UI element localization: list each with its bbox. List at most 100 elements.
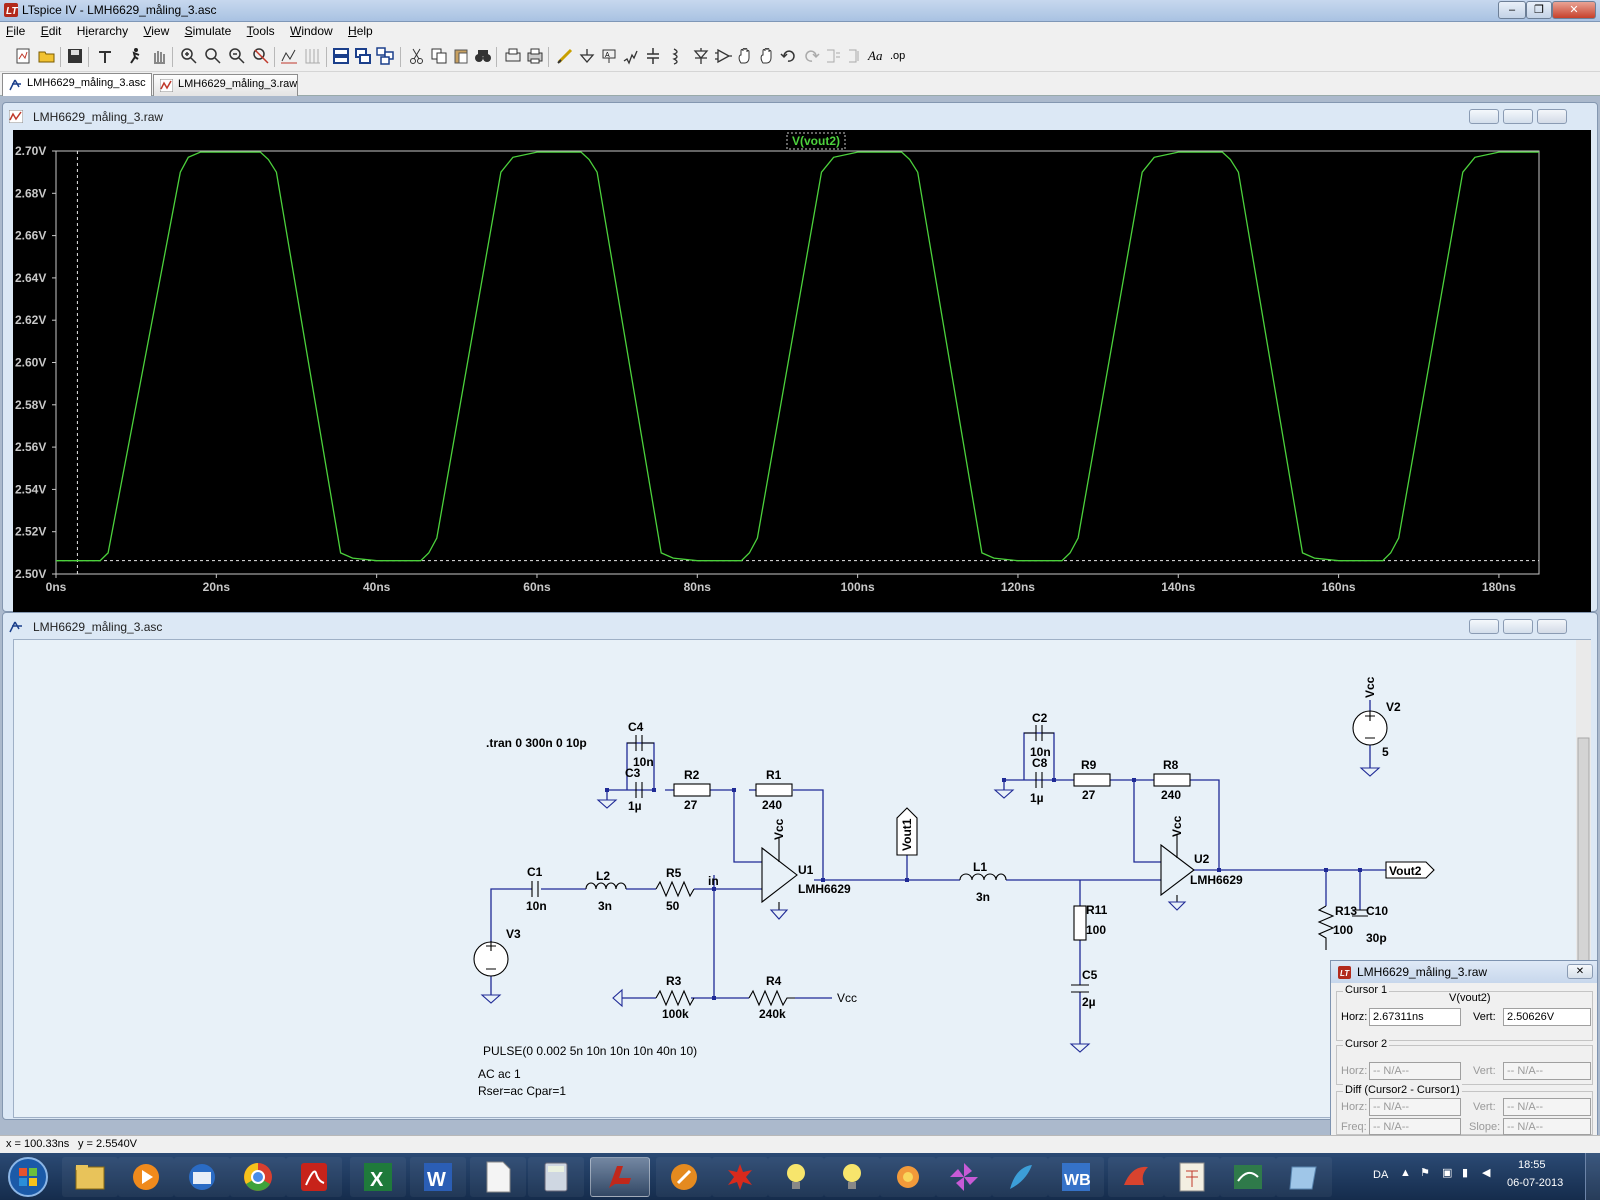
trace-label[interactable]: V(vout2): [792, 134, 840, 148]
acrobat-icon[interactable]: [286, 1157, 342, 1197]
calculator-icon[interactable]: [528, 1157, 584, 1197]
bulb2-icon[interactable]: [824, 1157, 880, 1197]
text-icon[interactable]: Aa: [868, 48, 883, 63]
diff-vert-field[interactable]: -- N/A--: [1503, 1098, 1591, 1116]
pinwheel-icon[interactable]: [936, 1157, 992, 1197]
clock-date[interactable]: 06-07-2013: [1507, 1177, 1564, 1189]
halt-icon[interactable]: [150, 47, 168, 65]
network-icon[interactable]: ▣: [1442, 1167, 1453, 1179]
diff-horz-field[interactable]: -- N/A--: [1369, 1098, 1461, 1116]
menu-tools[interactable]: Tools: [246, 24, 275, 38]
tab-waveform[interactable]: LMH6629_måling_3.raw: [153, 74, 298, 96]
cursor2-horz-field[interactable]: -- N/A--: [1369, 1062, 1461, 1080]
zoom-out-icon[interactable]: [228, 47, 246, 65]
label-icon[interactable]: A: [600, 47, 618, 65]
bird-icon[interactable]: [1108, 1157, 1164, 1197]
start-orb-icon[interactable]: [4, 1155, 52, 1199]
menu-hierarchy[interactable]: Hierarchy: [76, 24, 129, 38]
menu-edit[interactable]: Edit: [40, 24, 62, 38]
battery-icon[interactable]: ▮: [1462, 1167, 1469, 1179]
maximize-button[interactable]: ❐: [1526, 1, 1552, 19]
app-network-icon[interactable]: [1164, 1157, 1220, 1197]
control-panel-icon[interactable]: [96, 47, 114, 65]
drag-icon[interactable]: [758, 47, 776, 65]
zoom-area-icon[interactable]: [204, 47, 222, 65]
save-icon[interactable]: [66, 47, 84, 65]
new-schematic-icon[interactable]: [14, 47, 32, 65]
menu-view[interactable]: View: [143, 24, 170, 38]
cascade-icon[interactable]: [354, 47, 372, 65]
tab-schematic[interactable]: LMH6629_måling_3.asc: [2, 73, 152, 96]
run-icon[interactable]: [126, 47, 144, 65]
cursor2-vert-field[interactable]: -- N/A--: [1503, 1062, 1591, 1080]
notepad-icon[interactable]: [470, 1157, 526, 1197]
cursor-dialog-close-button[interactable]: ✕: [1567, 964, 1593, 979]
undo-icon[interactable]: [780, 47, 798, 65]
schematic-minimize-button[interactable]: [1469, 619, 1499, 634]
zoom-fit-icon[interactable]: [252, 47, 270, 65]
show-hidden-icons-icon[interactable]: ▲: [1400, 1167, 1411, 1179]
excel-icon[interactable]: X: [350, 1157, 406, 1197]
language-indicator[interactable]: DA: [1373, 1169, 1389, 1181]
menu-window[interactable]: Window: [290, 24, 333, 38]
ground-icon[interactable]: [578, 47, 596, 65]
schematic-close-button[interactable]: [1537, 619, 1567, 634]
thunderbird-icon[interactable]: [174, 1157, 230, 1197]
schematic-drawing[interactable]: C4 10n C3 1µ R2 27 R1 240 Vcc U1 LMH6629…: [14, 640, 1592, 1119]
menu-help[interactable]: Help: [348, 24, 373, 38]
chrome-icon[interactable]: [230, 1157, 286, 1197]
cursor1-vert-field[interactable]: 2.50626V: [1503, 1008, 1591, 1026]
component-icon[interactable]: [714, 47, 732, 65]
waveform-restore-button[interactable]: [1503, 109, 1533, 124]
print-preview-icon[interactable]: [504, 47, 522, 65]
app-green-icon[interactable]: [1220, 1157, 1276, 1197]
print-icon[interactable]: [526, 47, 544, 65]
move-icon[interactable]: [736, 47, 754, 65]
diff-slope-field[interactable]: -- N/A--: [1503, 1118, 1591, 1135]
waveform-close-button[interactable]: [1537, 109, 1567, 124]
action-center-icon[interactable]: ⚑: [1420, 1167, 1430, 1179]
schematic-canvas[interactable]: C4 10n C3 1µ R2 27 R1 240 Vcc U1 LMH6629…: [13, 639, 1592, 1119]
schematic-restore-button[interactable]: [1503, 619, 1533, 634]
menu-file[interactable]: File: [6, 24, 26, 38]
show-desktop-button[interactable]: [1585, 1153, 1600, 1200]
autorange-icon[interactable]: [280, 47, 298, 65]
inductor-icon[interactable]: [666, 47, 684, 65]
diff-freq-field[interactable]: -- N/A--: [1369, 1118, 1461, 1135]
rotate-icon[interactable]: [824, 47, 842, 65]
feather-icon[interactable]: [992, 1157, 1048, 1197]
capacitor-icon[interactable]: [644, 47, 662, 65]
paste-icon[interactable]: [452, 47, 470, 65]
app-orange-icon[interactable]: [656, 1157, 712, 1197]
grid-icon[interactable]: [304, 47, 322, 65]
cursor1-horz-field[interactable]: 2.67311ns: [1369, 1008, 1461, 1026]
volume-icon[interactable]: ◀: [1482, 1167, 1491, 1179]
diode-icon[interactable]: [692, 47, 710, 65]
wire-icon[interactable]: [556, 47, 574, 65]
tile-horizontal-icon[interactable]: [332, 47, 350, 65]
waveform-chart[interactable]: 2.70V2.68V2.66V2.64V2.62V2.60V2.58V2.56V…: [13, 130, 1591, 612]
bulb-icon[interactable]: [768, 1157, 824, 1197]
ltspice-icon[interactable]: [590, 1157, 650, 1197]
spice-directive-icon[interactable]: .op: [890, 50, 906, 62]
app-window-icon[interactable]: [1276, 1157, 1332, 1197]
minimize-button[interactable]: –: [1498, 1, 1526, 19]
mirror-icon[interactable]: [846, 47, 864, 65]
find-icon[interactable]: [474, 47, 492, 65]
explorer-icon[interactable]: [62, 1157, 118, 1197]
resistor-icon[interactable]: [622, 47, 640, 65]
menu-simulate[interactable]: Simulate: [184, 24, 232, 38]
zoom-in-icon[interactable]: [180, 47, 198, 65]
flower-icon[interactable]: [880, 1157, 936, 1197]
redo-icon[interactable]: [802, 47, 820, 65]
word-icon[interactable]: W: [410, 1157, 466, 1197]
tile-icon[interactable]: [376, 47, 394, 65]
close-button[interactable]: ✕: [1552, 1, 1596, 19]
cut-icon[interactable]: [408, 47, 426, 65]
word-blue-icon[interactable]: WB: [1048, 1157, 1104, 1197]
open-icon[interactable]: [38, 47, 56, 65]
clock-time[interactable]: 18:55: [1518, 1159, 1546, 1171]
waveform-minimize-button[interactable]: [1469, 109, 1499, 124]
app-splash-icon[interactable]: [712, 1157, 768, 1197]
